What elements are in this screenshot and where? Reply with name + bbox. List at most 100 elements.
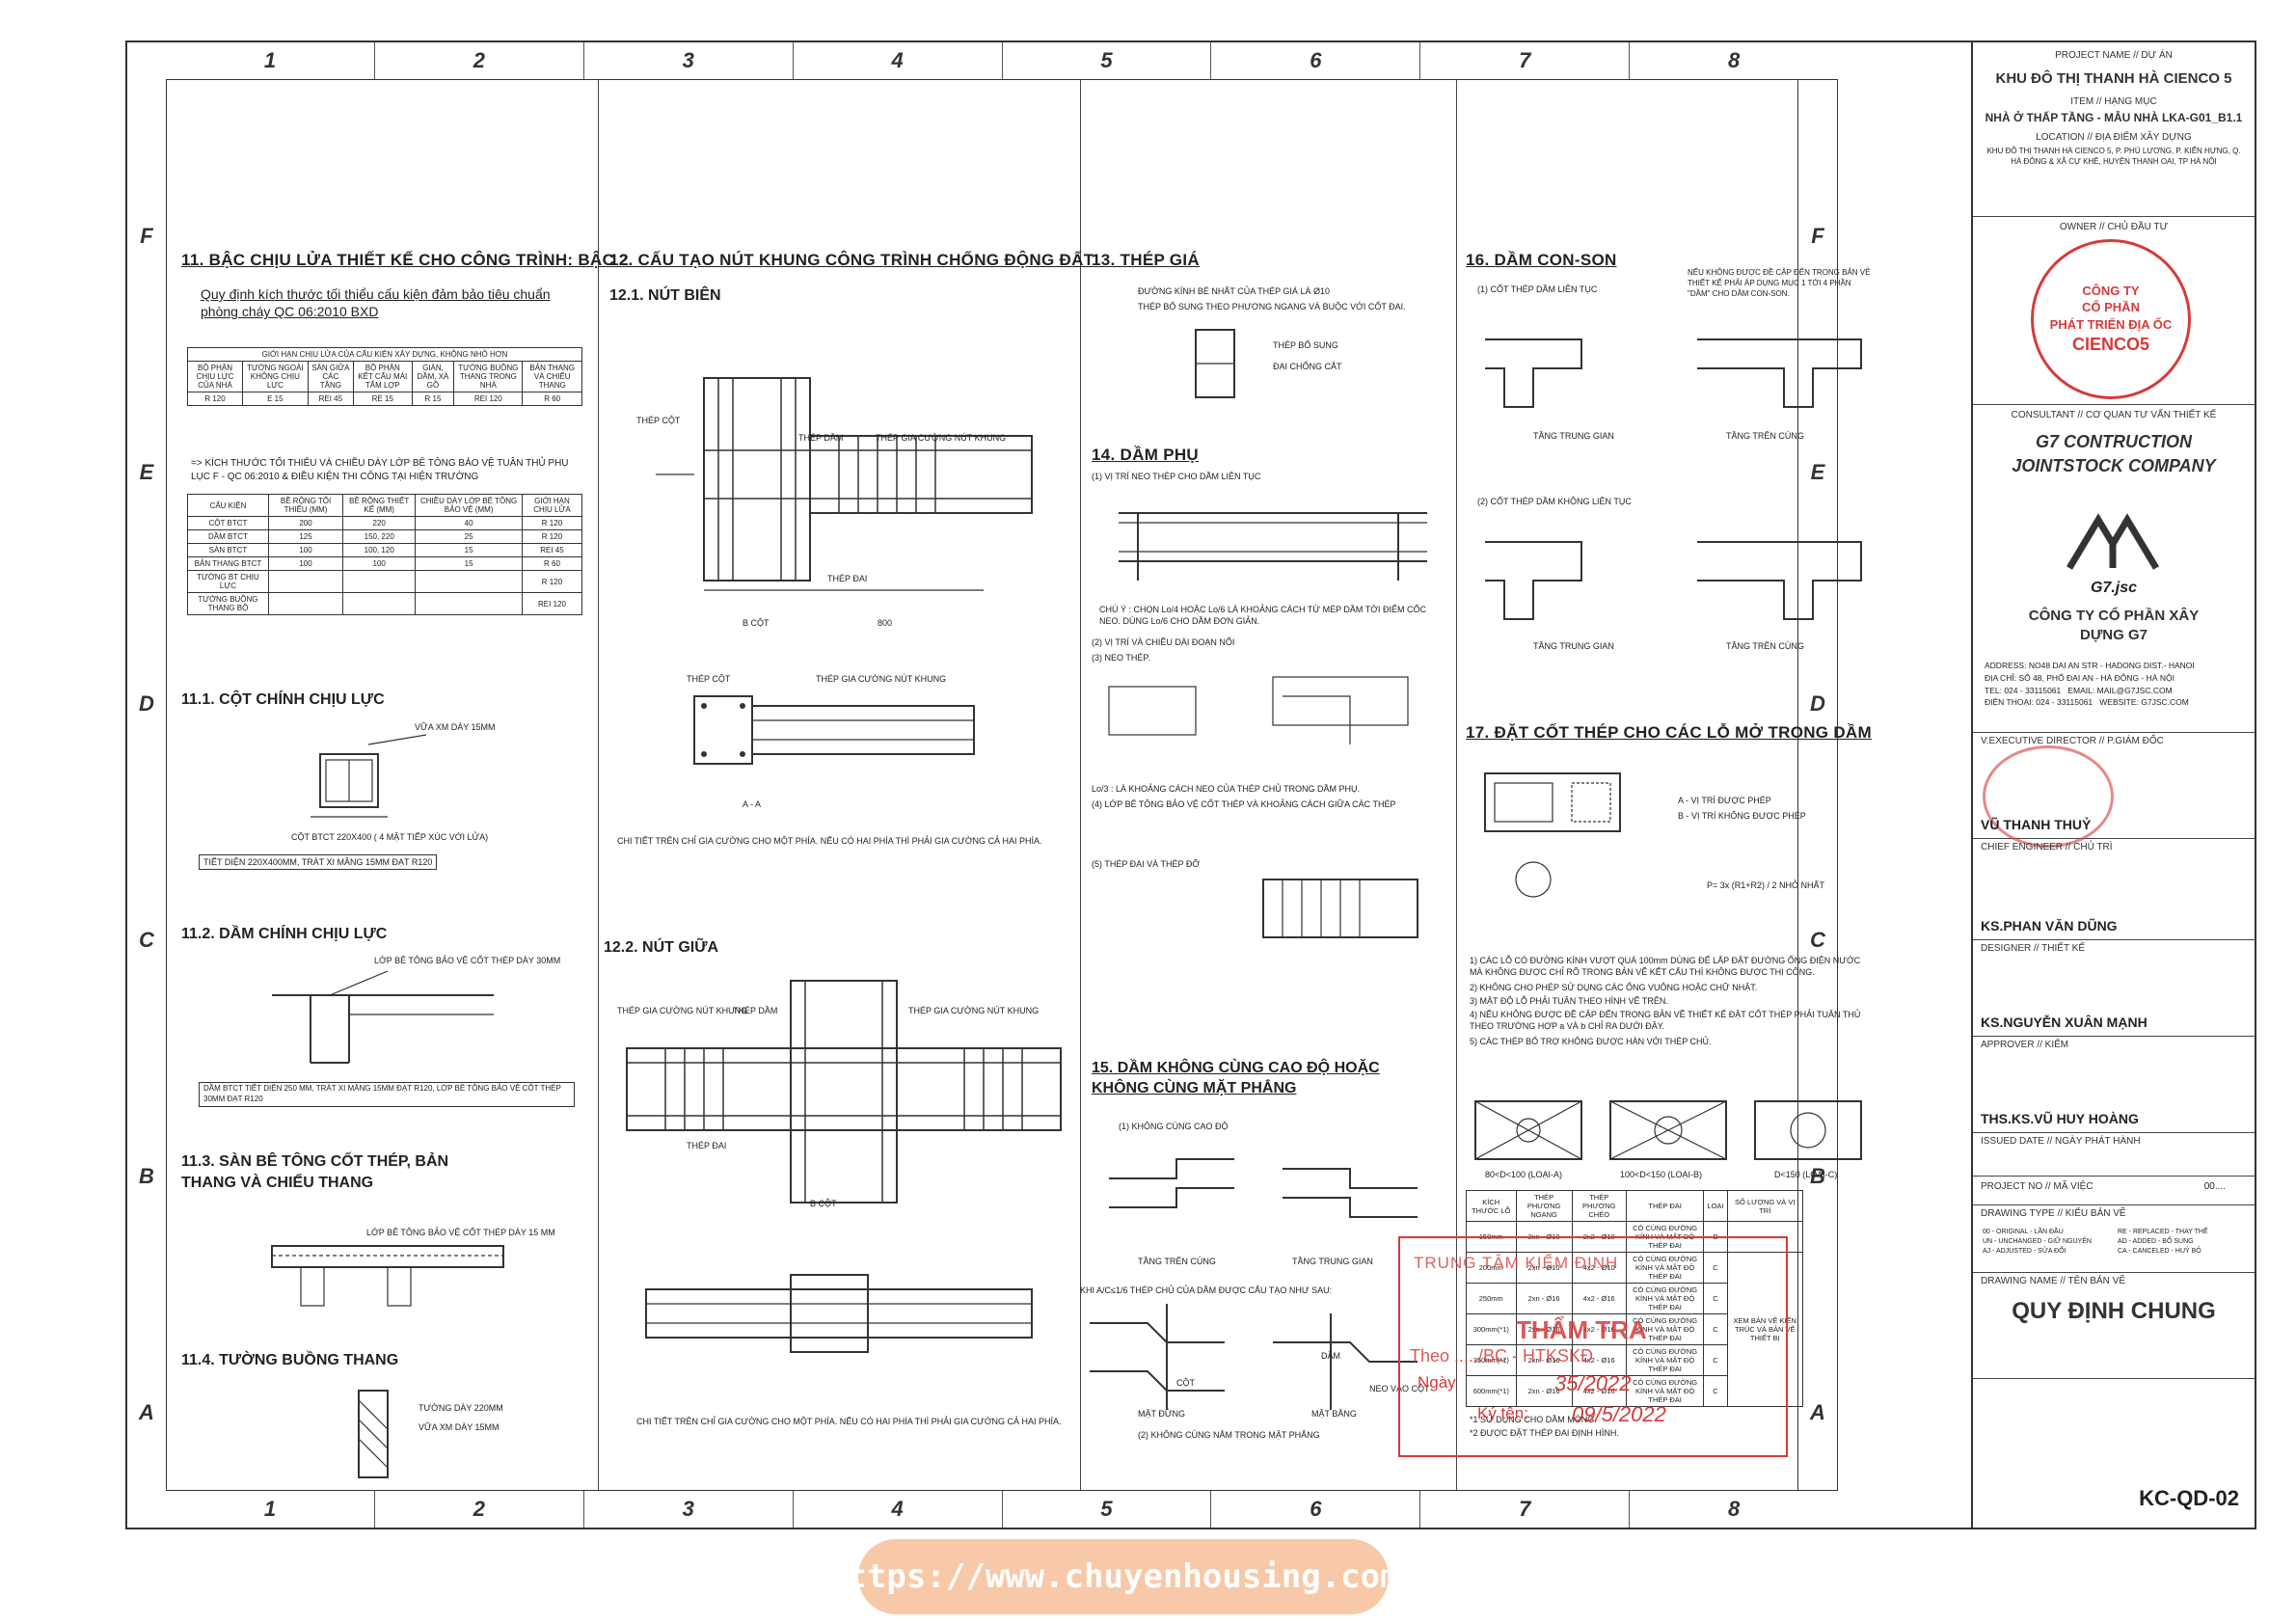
legend-item: CA - CANCELED - HUỶ BỎ — [2118, 1247, 2201, 1255]
table-col: THÉP ĐAI — [1625, 1190, 1705, 1222]
director-label: V.EXECUTIVE DIRECTOR // P.GIÁM ĐỐC — [1981, 736, 2164, 746]
table-header: GIỚI HẠN CHỊU LỬA CỦA CẤU KIỆN XÂY DỰNG,… — [187, 347, 582, 362]
grid-col-2: 2 — [375, 1491, 584, 1528]
table-cell: SÀN BTCT — [187, 543, 269, 557]
drawingtype-section: DRAWING TYPE // KIỂU BẢN VẼ 00 - ORIGINA… — [1973, 1204, 2255, 1273]
section-13-label-2: ĐAI CHỐNG CẮT — [1273, 362, 1342, 371]
table-cell: 15 — [415, 543, 523, 557]
drawing-code: KC-QD-02 — [2139, 1486, 2239, 1510]
director-section: V.EXECUTIVE DIRECTOR // P.GIÁM ĐỐC VŨ TH… — [1973, 732, 2255, 848]
table-cell: 600mm(*1) — [1466, 1375, 1517, 1407]
chief-label: CHIEF ENGINEER // CHỦ TRÌ — [1981, 842, 2113, 852]
inspection-stamp-sign-value: 09/5/2022 — [1572, 1402, 1666, 1426]
legend-item: AD - ADDED - BỔ SUNG — [2118, 1237, 2194, 1245]
drawing-code-section: KC-QD-02 — [1973, 1470, 2255, 1528]
table-cell: 100 — [267, 543, 344, 557]
plane-offset-drawing — [1090, 1304, 1418, 1410]
issued-section: ISSUED DATE // NGÀY PHÁT HÀNH — [1973, 1132, 2255, 1177]
legend-item: RE - REPLACED - THAY THẾ — [2118, 1229, 2208, 1235]
section-14-note: CHÚ Ý : CHỌN Lo/4 HOẶC Lo/6 LÀ KHOẢNG CÁ… — [1099, 605, 1426, 627]
middle-joint-note: CHI TIẾT TRÊN CHỈ GIA CƯỜNG CHO MỘT PHÍA… — [636, 1417, 1062, 1426]
inspection-stamp-date-value: 35/2022 — [1554, 1371, 1632, 1395]
middle-joint-drawing — [626, 980, 1062, 1204]
table-cell: C — [1703, 1283, 1728, 1314]
phone-value: 024 - 33115061 — [2036, 697, 2093, 708]
section-14-item-1: (1) VỊ TRÍ NEO THÉP CHO DẦM LIÊN TỤC — [1092, 472, 1261, 481]
table-col: BỘ PHẬN KẾT CẤU MÁI TẤM LỢP — [352, 361, 413, 392]
grid-col-6: 6 — [1211, 42, 1421, 79]
section-15-item-2: (2) KHÔNG CÙNG NẰM TRONG MẶT PHẲNG — [1138, 1430, 1320, 1440]
table-col: THÉP PHƯƠNG NGANG — [1515, 1190, 1573, 1222]
table-cell: 15 — [415, 556, 523, 571]
table-cell: CÓ CÙNG ĐƯỜNG KÍNH VÀ MẬT ĐỘ THÉP ĐAI — [1625, 1313, 1705, 1345]
grid-row-c: C — [139, 928, 154, 952]
grid-row-c: C — [1810, 928, 1825, 952]
inspection-stamp-line1: TRUNG TÂM KIỂM ĐỊNH — [1414, 1254, 1619, 1272]
watermark-url[interactable]: https://www.chuyenhousing.com/ — [827, 1539, 1419, 1614]
edge-joint-drawing — [656, 377, 1033, 591]
email-value: MAIL@G7JSC.COM — [2096, 685, 2173, 695]
table-cell: DẦM BTCT — [187, 529, 269, 544]
table-cell: TƯỜNG BUỒNG THANG BỘ — [187, 592, 269, 615]
tel-label: TEL: — [1985, 685, 2002, 695]
grid-col-8: 8 — [1727, 1497, 1741, 1521]
stair-wall-label-b: VỮA XM DÀY 15MM — [419, 1422, 500, 1432]
grid-col-4: 4 — [794, 42, 1003, 79]
section-13-label-1: THÉP BỔ SUNG — [1273, 340, 1338, 350]
label-column-steel: THÉP CỘT — [636, 416, 681, 425]
erection-bar-drawing — [1195, 329, 1235, 398]
label-column-width: B CỘT — [743, 618, 770, 628]
table-cell: 220 — [342, 516, 417, 530]
label-elevation: MẶT ĐỨNG — [1138, 1409, 1186, 1419]
beam-spec-box: DẦM BTCT TIẾT DIỆN 250 MM, TRÁT XI MĂNG … — [199, 1082, 575, 1107]
table-cell: REI 45 — [307, 392, 354, 406]
consultant-section: CONSULTANT // CƠ QUAN TƯ VẤN THIẾT KẾ G7… — [1973, 404, 2255, 733]
table-cell: 250mm — [1466, 1283, 1517, 1314]
opening-type-a: 80<D<100 (LOẠI-A) — [1485, 1170, 1563, 1179]
label-intermediate-floor: TẦNG TRUNG GIAN — [1533, 431, 1614, 441]
grid-col-3: 3 — [584, 42, 794, 79]
chief-section: CHIEF ENGINEER // CHỦ TRÌ KS.PHAN VĂN DŨ… — [1973, 838, 2255, 940]
member-size-table: CẤU KIỆN BỀ RỘNG TỐI THIỂU (MM) BỀ RỘNG … — [187, 494, 583, 615]
label-beam-steel: THÉP DẦM — [798, 433, 844, 443]
issued-label: ISSUED DATE // NGÀY PHÁT HÀNH — [1981, 1136, 2141, 1147]
approver-name: THS.KS.VŨ HUY HOÀNG — [1981, 1111, 2139, 1126]
designer-section: DESIGNER // THIẾT KẾ KS.NGUYỄN XUÂN MẠNH — [1973, 939, 2255, 1037]
owner-stamp-line: CỔ PHẦN — [2082, 300, 2140, 315]
table-cell — [415, 592, 523, 615]
item-label: ITEM // HẠNG MỤC — [2070, 96, 2157, 107]
label-beam-steel-2: THÉP DẦM — [733, 1006, 778, 1015]
opening-types-drawing — [1474, 1100, 1862, 1160]
beam-section-drawing — [272, 970, 494, 1064]
section-11-4-title: 11.4. TƯỜNG BUỒNG THANG — [181, 1352, 399, 1368]
table-col: CHIỀU DÀY LỚP BÊ TÔNG BẢO VỆ (MM) — [415, 494, 523, 517]
inspection-stamp-line2: THẨM TRA — [1516, 1315, 1647, 1344]
table-cell: 40 — [415, 516, 523, 530]
row-grid-left: F E D C B A — [127, 79, 167, 1491]
web-label: WEBSITE: — [2099, 697, 2139, 708]
section-12-2-title: 12.2. NÚT GIỮA — [604, 939, 719, 956]
chief-name: KS.PHAN VĂN DŨNG — [1981, 918, 2118, 933]
drawing-name: QUY ĐỊNH CHUNG — [2012, 1298, 2216, 1324]
panel-cantilever-openings: 16. DẦM CON-SON (1) CỐT THÉP DẦM LIÊN TỤ… — [1456, 79, 1880, 1491]
table-cell: REI 120 — [521, 592, 583, 615]
fire-limit-table: GIỚI HẠN CHỊU LỬA CỦA CẤU KIỆN XÂY DỰNG,… — [187, 347, 582, 406]
table-col: LOẠI — [1703, 1190, 1728, 1222]
table-col: TƯỜNG BUỒNG THANG TRONG NHÀ — [453, 361, 524, 392]
table-cell: 2xn - Ø16 — [1515, 1375, 1573, 1407]
label-plan: MẶT BẰNG — [1311, 1409, 1357, 1419]
grid-col-4: 4 — [794, 1491, 1003, 1528]
company-stamp — [1983, 745, 2114, 848]
table-col: BỘ PHẬN CHỊU LỰC CỦA NHÀ — [187, 361, 243, 392]
drawingtype-label: DRAWING TYPE // KIỂU BẢN VẼ — [1981, 1208, 2126, 1219]
grid-row-a: A — [139, 1400, 154, 1424]
grid-row-b: B — [1810, 1164, 1825, 1188]
approver-label: APPROVER // KIỂM — [1981, 1040, 2069, 1050]
elevation-offset-drawing — [1109, 1158, 1418, 1218]
address-value: NO48 DAI AN STR - HADONG DIST.- HANOI — [2028, 661, 2195, 670]
project-section: PROJECT NAME // DỰ ÁN KHU ĐÔ THỊ THANH H… — [1973, 42, 2255, 217]
section-17-note-1: 1) CÁC LỖ CÓ ĐƯỜNG KÍNH VƯỢT QUÁ 100mm D… — [1470, 956, 1861, 978]
